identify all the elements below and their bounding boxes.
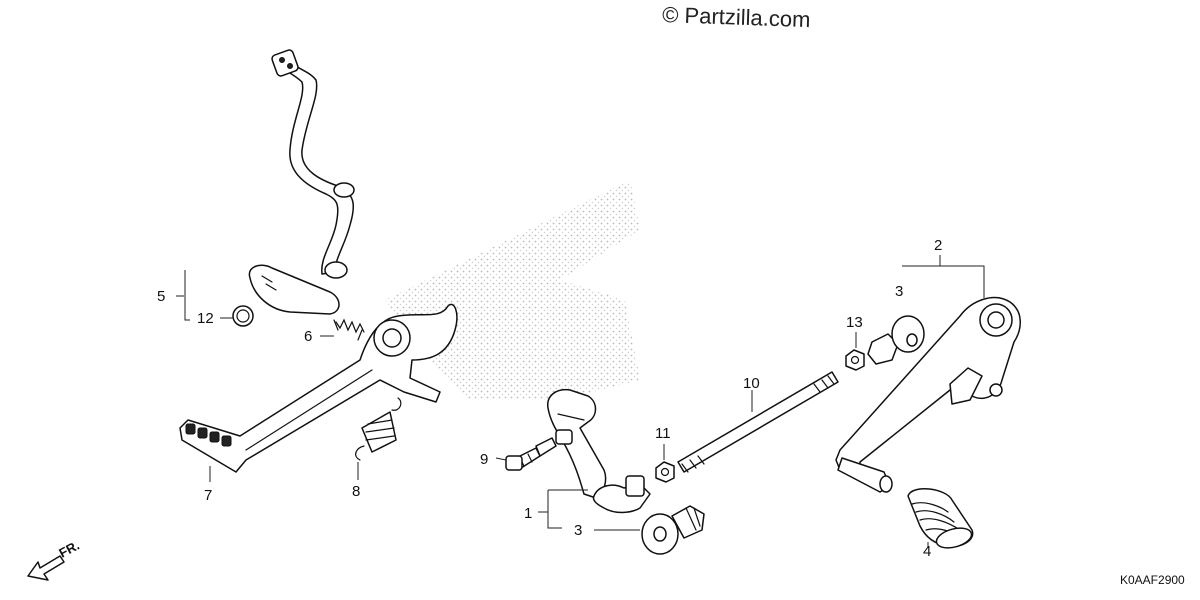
rubber-end xyxy=(935,527,973,549)
tie-rod-shaft xyxy=(677,371,839,473)
cable-grommet xyxy=(324,261,348,279)
brake-pedal-7 xyxy=(179,303,458,473)
tie-rod-threads xyxy=(681,375,835,473)
bolt-head xyxy=(505,455,523,471)
shift-arm-clamp-slot xyxy=(557,413,585,421)
callout-7: 7 xyxy=(204,487,212,504)
cable-grommet xyxy=(333,182,355,198)
spring-coil xyxy=(335,318,365,334)
rubber-ribs xyxy=(911,502,965,539)
callout-3-lower: 3 xyxy=(574,522,582,539)
pedal-arm-edge xyxy=(245,369,373,451)
brake-pedal-tread xyxy=(185,423,232,447)
switch-clip-12 xyxy=(232,305,254,327)
brake-switch-cable xyxy=(281,61,355,275)
gearshift-pedal-2 xyxy=(835,296,1021,493)
callout-11: 11 xyxy=(655,425,671,442)
cable-connector xyxy=(271,49,299,77)
bolt-tip xyxy=(535,437,557,457)
callout-5: 5 xyxy=(157,288,165,305)
brake-light-spring-8 xyxy=(355,397,402,461)
spring-hook-top xyxy=(391,397,402,411)
shift-pedal-bore xyxy=(987,311,1005,329)
leader-5-bracket xyxy=(184,270,190,321)
leader-lines xyxy=(176,255,985,548)
callout-6: 6 xyxy=(304,328,312,345)
joint-hex xyxy=(867,333,899,365)
switch-clip-inner xyxy=(236,309,250,323)
pedal-pivot-bore xyxy=(382,328,402,348)
tread-pad xyxy=(209,431,220,443)
callout-3-upper: 3 xyxy=(895,283,903,300)
connector-pin-icon xyxy=(279,57,285,63)
callout-8: 8 xyxy=(352,483,360,500)
callout-9: 9 xyxy=(480,451,488,468)
spring-end xyxy=(333,319,363,341)
callout-1: 1 xyxy=(524,505,532,522)
tie-rod-joint-3-upper xyxy=(867,315,925,365)
shift-arm-bolt-boss xyxy=(555,429,573,445)
spring-body xyxy=(361,411,397,453)
tread-pad xyxy=(185,423,196,435)
leader-1-bracket xyxy=(547,490,562,529)
joint-hex-lines xyxy=(685,507,701,531)
gearshift-arm-1 xyxy=(547,388,651,514)
callout-12: 12 xyxy=(197,310,214,327)
tie-rod-joint-3-lower xyxy=(641,505,705,555)
brake-switch-body xyxy=(248,264,340,315)
callout-13: 13 xyxy=(846,314,863,331)
watermark-text: © Partzilla.com xyxy=(662,2,811,32)
brake-switch-assembly xyxy=(232,49,355,327)
pedal-return-spring-6 xyxy=(333,318,365,341)
nut-11 xyxy=(655,461,675,483)
tread-pad xyxy=(221,435,232,447)
stipple-background xyxy=(385,180,640,400)
shift-pedal-arm xyxy=(835,296,1021,471)
joint-nut-upper xyxy=(625,475,645,497)
tread-pad xyxy=(197,427,208,439)
bolt-9 xyxy=(505,437,557,471)
leader-9 xyxy=(495,457,507,461)
tie-rod-10 xyxy=(677,371,839,473)
brake-pedal-arm xyxy=(179,303,458,473)
diagram-code: K0AAF2900 xyxy=(1120,573,1185,587)
callout-2: 2 xyxy=(934,237,942,254)
callout-4: 4 xyxy=(923,543,931,560)
toe-peg-end xyxy=(879,475,893,493)
joint-ball-hole xyxy=(653,526,667,542)
connector-pin-icon xyxy=(287,63,293,69)
callout-10: 10 xyxy=(743,375,760,392)
shift-pedal-pin xyxy=(989,383,1003,397)
joint-ball xyxy=(891,315,925,353)
joint-ball-hole xyxy=(906,333,918,347)
callout-labels: 5 12 6 7 8 9 1 3 11 10 13 3 2 4 xyxy=(157,237,942,560)
nut-13 xyxy=(845,349,865,371)
front-direction-indicator: FR. xyxy=(27,538,82,581)
spring-coil-lines xyxy=(365,419,395,441)
spring-hook-bottom xyxy=(355,445,365,461)
shift-pedal-rubber-4 xyxy=(907,488,974,549)
brake-switch-plunger xyxy=(261,275,277,291)
shift-pedal-tab xyxy=(949,367,983,405)
leader-2-bracket xyxy=(902,265,985,298)
front-arrow-icon xyxy=(27,555,65,581)
